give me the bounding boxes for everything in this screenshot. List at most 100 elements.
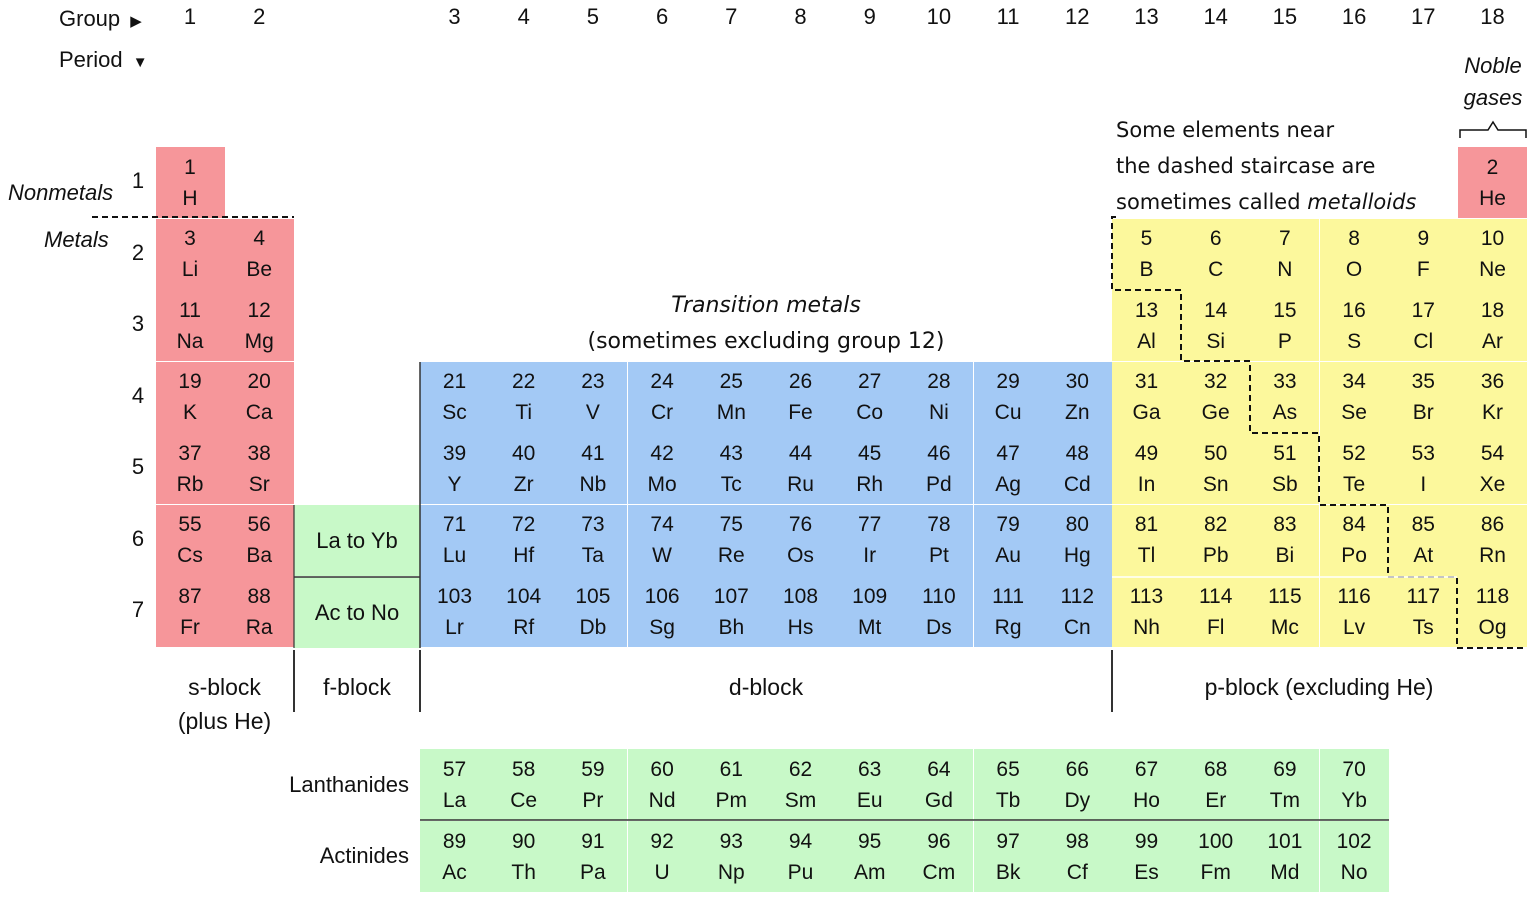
element-symbol: Sg [649,615,675,639]
element-symbol: S [1347,329,1362,353]
atomic-number: 23 [581,370,605,393]
group-number: 8 [794,4,807,29]
atomic-number: 2 [1486,155,1499,179]
noble-gases-line2: gases [1463,85,1523,110]
nonmetals-label: Nonmetals [8,180,114,205]
atomic-number: 29 [996,370,1020,393]
element-symbol: Pm [715,788,748,812]
element-symbol: Mn [716,401,746,424]
element-symbol: Tc [720,472,742,496]
group-number: 12 [1065,4,1090,29]
element-symbol: Rh [856,472,884,496]
period-number: 7 [131,597,145,622]
s-block-line2: (plus He) [177,708,272,734]
atomic-number: 77 [858,513,882,536]
element-symbol: Si [1206,329,1226,353]
atomic-number: 63 [858,757,882,781]
group-number: 3 [448,4,461,29]
atomic-number: 104 [506,584,542,608]
element-symbol: Lu [442,544,467,567]
element-symbol: Pr [582,788,604,812]
atomic-number: 117 [1406,584,1441,608]
atomic-number: 108 [782,584,819,608]
atomic-number: 61 [719,757,743,781]
atomic-number: 53 [1411,441,1435,465]
element-symbol: Og [1478,615,1507,639]
element-symbol: Tm [1269,788,1301,812]
element-symbol: Sm [784,788,817,812]
element-symbol: Ra [245,615,273,639]
atomic-number: 114 [1198,584,1233,608]
atomic-number: 42 [650,441,674,465]
element-symbol: Lr [445,615,464,639]
element-symbol: Es [1134,860,1159,884]
group-header: Group ▶ [59,6,142,32]
block-divider-d-p [1111,650,1113,712]
element-symbol: Db [579,615,607,639]
element-symbol: K [182,401,197,424]
period-number: 5 [131,454,145,479]
noble-gases-label: Noble gases [1450,50,1536,114]
atomic-number: 24 [650,370,674,393]
atomic-number: 75 [719,513,743,536]
atomic-number: 52 [1342,441,1366,465]
metalloids-note: Some elements near the dashed staircase … [1116,112,1416,220]
atomic-number: 47 [996,441,1020,465]
atomic-number: 112 [1060,584,1095,608]
element-symbol: He [1479,186,1506,210]
element-symbol: Ga [1132,401,1161,424]
atomic-number: 87 [178,584,202,608]
element-symbol: Lv [1343,615,1366,639]
atomic-number: 109 [852,584,888,608]
element-symbol: Ge [1201,401,1230,424]
s-block-label: s-block (plus He) [155,670,294,738]
element-symbol: Sb [1272,472,1298,496]
atomic-number: 88 [247,584,271,608]
atomic-number: 36 [1480,370,1505,393]
element-symbol: Ho [1133,788,1160,812]
atomic-number: 59 [581,757,605,781]
atomic-number: 9 [1417,227,1430,250]
group-number: 10 [926,4,952,29]
element-symbol: Ta [581,544,604,567]
lanthanides-label: Lanthanides [289,772,409,797]
element-symbol: Eu [856,788,883,812]
atomic-number: 57 [442,757,467,781]
metals-label: Metals [44,227,109,252]
group-number: 1 [183,4,197,29]
noble-gases-brace-icon [1459,120,1527,138]
element-symbol: Te [1343,472,1366,496]
s-block-line1: s-block [188,674,261,700]
